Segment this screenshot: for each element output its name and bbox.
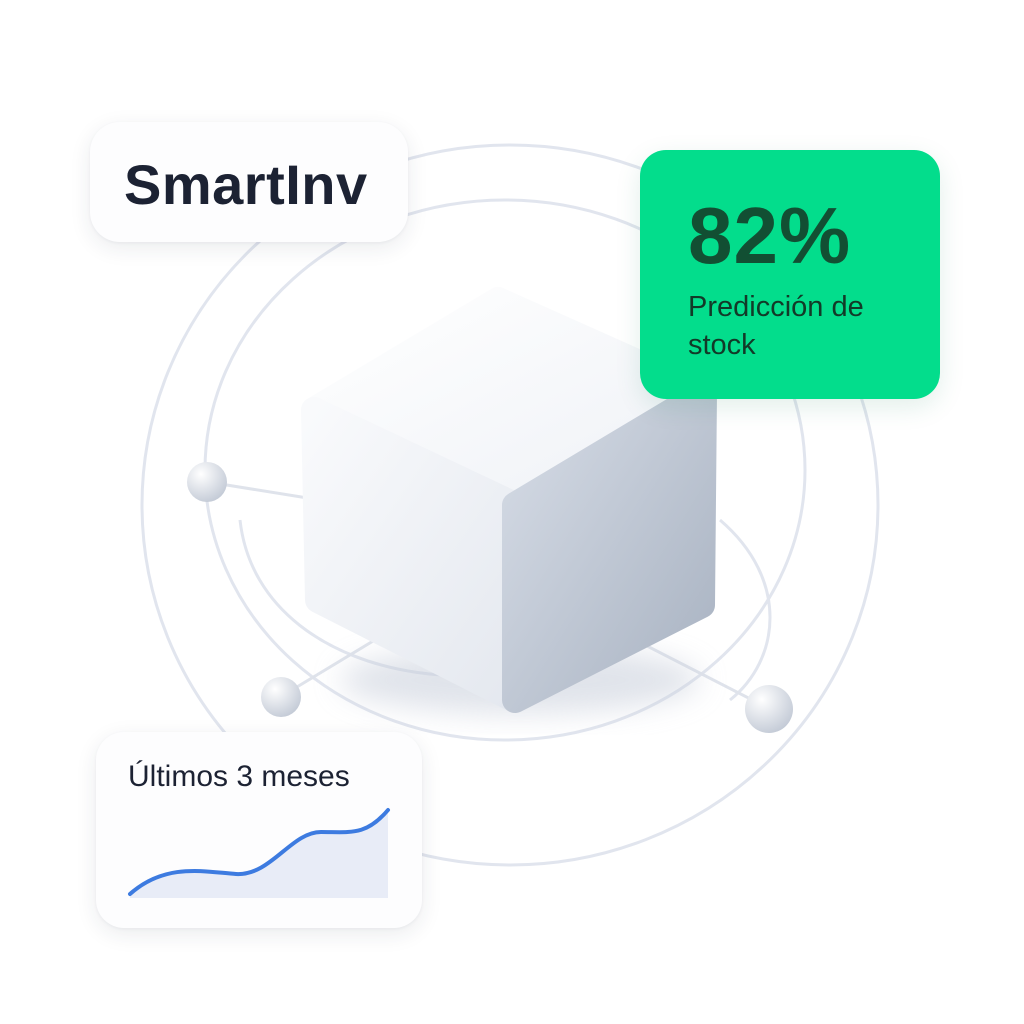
nodes <box>187 462 793 733</box>
trend-sparkline <box>128 808 390 898</box>
trend-area <box>130 810 388 898</box>
cube-right-face <box>502 379 717 713</box>
brand-name: SmartInv <box>124 153 368 216</box>
node-icon <box>261 677 301 717</box>
orbit-ring-arc-right <box>719 518 772 702</box>
node-icon <box>187 462 227 502</box>
trend-card: Últimos 3 meses <box>96 732 422 928</box>
stat-value: 82% <box>688 191 852 280</box>
trend-title: Últimos 3 meses <box>128 760 350 793</box>
node-icon <box>745 685 793 733</box>
orbit-ring-outer <box>140 143 880 867</box>
stat-label: Predicción de stock <box>688 291 864 361</box>
brand-card: SmartInv <box>90 122 408 242</box>
stat-card: 82% Predicción de stock <box>640 150 940 399</box>
trend-line <box>128 808 390 896</box>
cube-icon <box>301 287 717 713</box>
